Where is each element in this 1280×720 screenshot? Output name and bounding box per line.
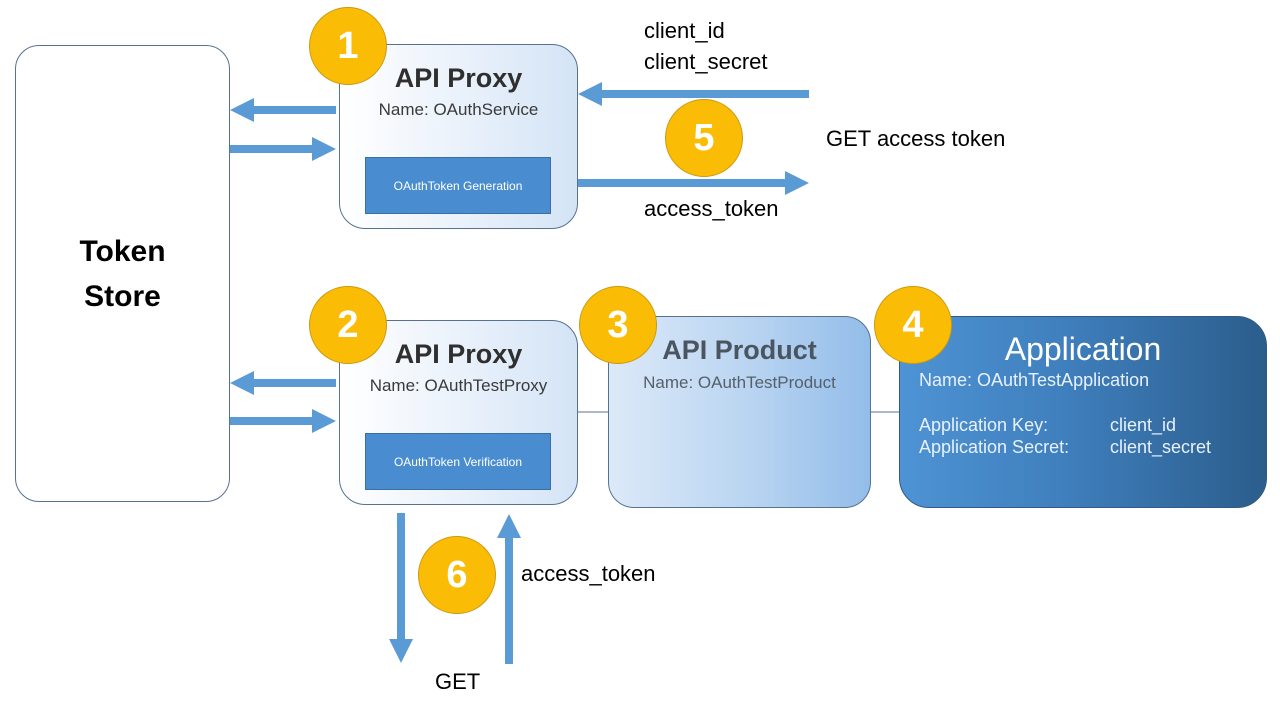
step-badge-5: 5: [665, 99, 743, 177]
step-badge-3: 3: [579, 286, 657, 364]
application-name: Name: OAuthTestApplication: [919, 370, 1150, 390]
proxy1-name: Name: OAuthService: [378, 100, 539, 119]
arrow-proxy1-to-store: [230, 98, 336, 122]
arrow-store-to-proxy2: [230, 409, 336, 433]
arrow-access-token-response: [578, 171, 809, 195]
label-get-access-token: GET access token: [826, 126, 1006, 151]
application-key-value: client_id: [1110, 415, 1177, 435]
proxy2-name: Name: OAuthTestProxy: [369, 376, 548, 395]
label-get-request: GET: [435, 669, 481, 694]
arrow-proxy2-to-store: [230, 371, 336, 395]
application-key-label: Application Key:: [919, 415, 1049, 435]
token-store-label-line2: Store: [84, 279, 161, 313]
label-client-secret: client_secret: [644, 49, 768, 74]
label-client-id: client_id: [644, 18, 725, 43]
label-access-token-return: access_token: [521, 561, 656, 586]
oauth-token-verification-policy: OAuthToken Verification: [365, 433, 551, 490]
token-store: Token Store: [15, 45, 230, 502]
product-title: API Product: [662, 335, 817, 365]
application-secret-value: client_secret: [1110, 437, 1212, 457]
api-proxy-oauth-test-proxy: API Proxy Name: OAuthTestProxy OAuthToke…: [339, 320, 578, 505]
product-name: Name: OAuthTestProduct: [643, 373, 836, 392]
oauth-token-generation-policy: OAuthToken Generation: [365, 157, 551, 214]
token-store-label-line1: Token: [79, 234, 166, 268]
step-badge-6: 6: [418, 536, 496, 614]
label-access-token-response: access_token: [644, 196, 779, 221]
application-secret-label: Application Secret:: [919, 437, 1070, 457]
arrow-get-request: [389, 513, 413, 663]
application-box: Application Name: OAuthTestApplication A…: [899, 316, 1267, 508]
arrow-store-to-proxy1: [230, 137, 336, 161]
step-badge-1: 1: [309, 7, 387, 85]
api-proxy-oauth-service: API Proxy Name: OAuthService OAuthToken …: [339, 44, 578, 229]
arrow-client-credentials-request: [578, 82, 809, 106]
step-badge-2: 2: [309, 286, 387, 364]
proxy1-title: API Proxy: [394, 63, 523, 93]
api-product: API Product Name: OAuthTestProduct: [608, 316, 871, 508]
step-badge-4: 4: [874, 286, 952, 364]
proxy2-title: API Proxy: [394, 339, 523, 369]
application-title: Application: [1004, 331, 1162, 367]
arrow-access-token-return: [497, 514, 521, 664]
